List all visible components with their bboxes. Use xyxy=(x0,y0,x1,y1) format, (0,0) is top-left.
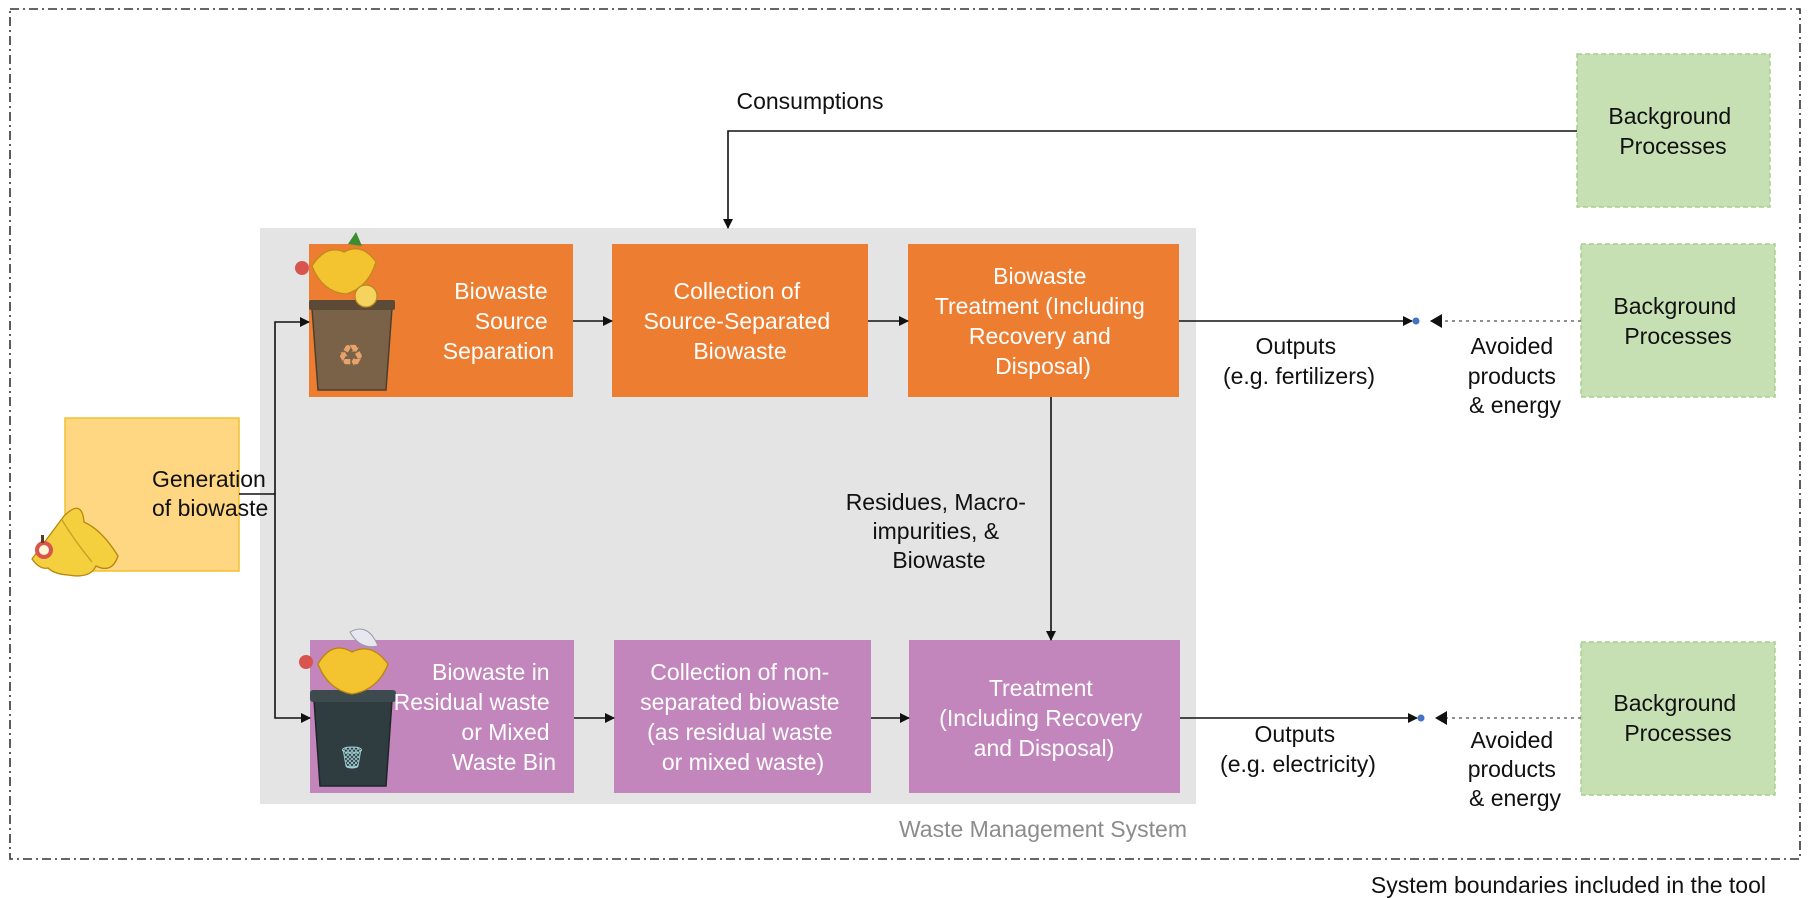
background-3-text: Background Processes xyxy=(1613,690,1742,746)
residual-bin-text-line: or Mixed xyxy=(461,719,549,745)
biowaste-treatment-text-line: Recovery and xyxy=(969,323,1111,349)
outputs-bottom-label-line: (e.g. electricity) xyxy=(1220,751,1376,777)
residual-bin-text-line: Residual waste xyxy=(394,689,550,715)
biowaste-treatment-box xyxy=(908,244,1179,397)
avoided-top-label-line: Avoided xyxy=(1470,333,1553,359)
residual-bin-text: Biowaste in Residual waste or Mixed Wast… xyxy=(394,659,556,775)
banana-peel-icon xyxy=(31,507,119,577)
collection-nonseparated-text-line: Collection of non- xyxy=(650,659,829,685)
generation-text-line: of biowaste xyxy=(152,495,268,521)
outputs-top-label-line: Outputs xyxy=(1256,333,1337,359)
background-box-3 xyxy=(1580,641,1776,796)
treatment-text-line: (Including Recovery xyxy=(939,705,1143,731)
arrow-generation-to-residual-bin xyxy=(274,494,311,723)
avoided-bottom-label-line: & energy xyxy=(1469,785,1562,811)
residues-label: Residues, Macro- impurities, & Biowaste xyxy=(846,489,1033,573)
trash-bin-icon: 🗑 xyxy=(299,628,396,787)
background-box-2 xyxy=(1580,243,1776,398)
waste-management-label: Waste Management System xyxy=(899,816,1187,842)
background-box-1 xyxy=(1576,53,1771,208)
background-2-text-line: Background xyxy=(1613,293,1736,319)
treatment-text-line: and Disposal) xyxy=(974,735,1115,761)
residual-bin-text-line: Biowaste in xyxy=(432,659,550,685)
background-1-text-line: Processes xyxy=(1619,133,1726,159)
junction-dot-bottom xyxy=(1417,714,1425,722)
collection-separated-text-line: Collection of xyxy=(674,278,801,304)
system-boundary xyxy=(9,8,1801,860)
residual-bin-text-line: Waste Bin xyxy=(452,749,556,775)
source-separation-text-line: Separation xyxy=(443,338,554,364)
avoided-top-label: Avoided products & energy xyxy=(1468,333,1563,418)
collection-nonseparated-box xyxy=(614,640,871,793)
residues-label-line: impurities, & xyxy=(873,518,1000,544)
source-separation-text-line: Biowaste xyxy=(454,278,547,304)
treatment-text: Treatment (Including Recovery and Dispos… xyxy=(939,675,1149,761)
background-3-text-line: Processes xyxy=(1624,720,1731,746)
arrow-generation-to-source-separation xyxy=(239,317,310,495)
outputs-top-label-line: (e.g. fertilizers) xyxy=(1223,363,1375,389)
outputs-bottom-label-line: Outputs xyxy=(1255,721,1336,747)
biowaste-treatment-text-line: Treatment (Including xyxy=(935,293,1145,319)
biowaste-treatment-text: Biowaste Treatment (Including Recovery a… xyxy=(935,263,1151,379)
outputs-top-label: Outputs (e.g. fertilizers) xyxy=(1223,333,1375,389)
recycling-bin-icon: ♻ xyxy=(295,232,395,391)
svg-text:🗑: 🗑 xyxy=(338,746,366,771)
avoided-top-label-line: & energy xyxy=(1469,392,1562,418)
avoided-bottom-label: Avoided products & energy xyxy=(1468,727,1563,811)
arrowhead-avoided-bottom xyxy=(1435,711,1447,725)
avoided-top-label-line: products xyxy=(1468,363,1556,389)
source-separation-text-line: Source xyxy=(475,308,548,334)
avoided-bottom-label-line: products xyxy=(1468,756,1556,782)
junction-dot-top xyxy=(1412,317,1420,325)
collection-separated-box xyxy=(612,244,868,397)
collection-separated-text: Collection of Source-Separated Biowaste xyxy=(643,278,836,364)
collection-nonseparated-text-line: separated biowaste xyxy=(640,689,839,715)
biowaste-treatment-text-line: Biowaste xyxy=(993,263,1086,289)
background-1-text-line: Background xyxy=(1608,103,1731,129)
source-separation-text: Biowaste Source Separation xyxy=(443,278,554,364)
arrowhead-avoided-top xyxy=(1430,314,1442,328)
background-1-text: Background Processes xyxy=(1608,103,1737,159)
collection-nonseparated-text-line: or mixed waste) xyxy=(662,749,824,775)
biowaste-treatment-text-line: Disposal) xyxy=(995,353,1091,379)
outputs-bottom-label: Outputs (e.g. electricity) xyxy=(1220,721,1376,777)
residues-label-line: Residues, Macro- xyxy=(846,489,1026,515)
consumptions-label: Consumptions xyxy=(736,88,883,114)
generation-text: Generation of biowaste xyxy=(152,466,272,521)
svg-text:♻: ♻ xyxy=(338,339,365,374)
arrow-consumptions xyxy=(723,130,1577,229)
residues-label-line: Biowaste xyxy=(892,547,985,573)
system-boundary-label: System boundaries included in the tool xyxy=(1371,872,1766,898)
collection-separated-text-line: Biowaste xyxy=(693,338,786,364)
treatment-text-line: Treatment xyxy=(989,675,1094,701)
generation-text-line: Generation xyxy=(152,466,266,492)
background-2-text: Background Processes xyxy=(1613,293,1742,349)
collection-separated-text-line: Source-Separated xyxy=(643,308,830,334)
treatment-box xyxy=(909,640,1180,793)
collection-nonseparated-text-line: (as residual waste xyxy=(647,719,832,745)
collection-nonseparated-text: Collection of non- separated biowaste (a… xyxy=(640,659,846,775)
background-3-text-line: Background xyxy=(1613,690,1736,716)
avoided-bottom-label-line: Avoided xyxy=(1470,727,1553,753)
background-2-text-line: Processes xyxy=(1624,323,1731,349)
